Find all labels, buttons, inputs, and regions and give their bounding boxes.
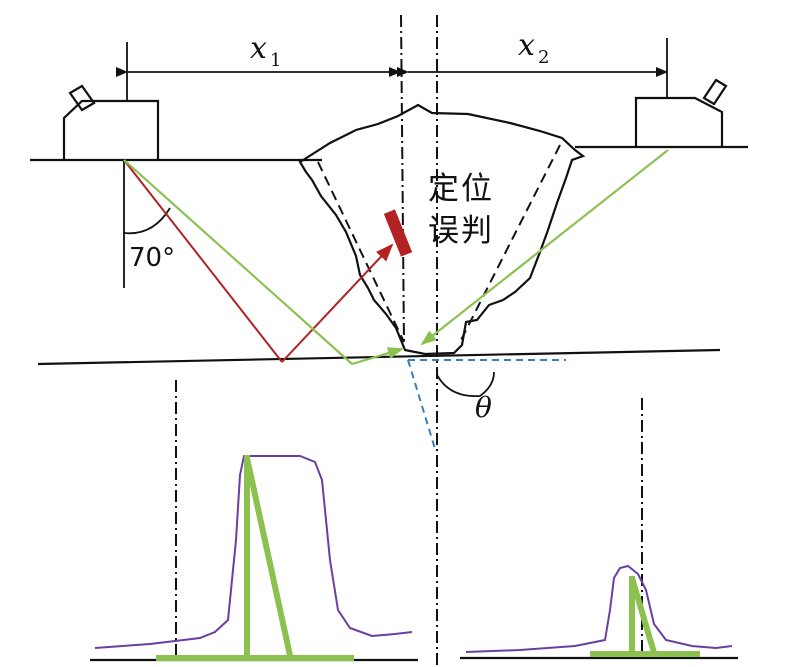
ultrasonic-probe-icon: [62, 99, 160, 160]
weld-centerline-left: [400, 14, 405, 346]
angle-arc: [123, 207, 171, 235]
red-reflected-path: [281, 243, 394, 363]
weld-angle-label: θ: [475, 391, 492, 424]
weld-bead-outline: [298, 103, 586, 356]
misjudgment-label-line2: 误判: [428, 213, 494, 249]
theta-arc: [436, 371, 495, 398]
right-probe: [634, 78, 728, 147]
misjudgment-label-line1: 定位: [428, 171, 494, 207]
blue-slanted-dash: [407, 359, 437, 453]
green-path-right: [420, 149, 669, 346]
defect-marker-icon: [383, 209, 413, 257]
green-path-left-incident: [123, 159, 353, 365]
right-echo-fall: [629, 577, 658, 657]
left-waveform-envelope: [94, 455, 413, 649]
green-path-left-reflected: [351, 347, 404, 366]
ultrasonic-probe-icon: [634, 96, 724, 147]
right-waveform-envelope: [465, 564, 733, 653]
x2-subscript: 2: [538, 47, 549, 68]
left-probe: [62, 84, 160, 160]
left-echo-fall: [244, 457, 294, 661]
x1-label: x: [250, 31, 267, 66]
red-sound-path: [123, 159, 283, 363]
x2-label: x: [518, 28, 535, 63]
right-fusion-line: [459, 144, 561, 343]
left-fusion-line: [317, 161, 405, 343]
x1-subscript: 1: [270, 50, 281, 71]
probe-angle-label: 70°: [129, 243, 175, 273]
